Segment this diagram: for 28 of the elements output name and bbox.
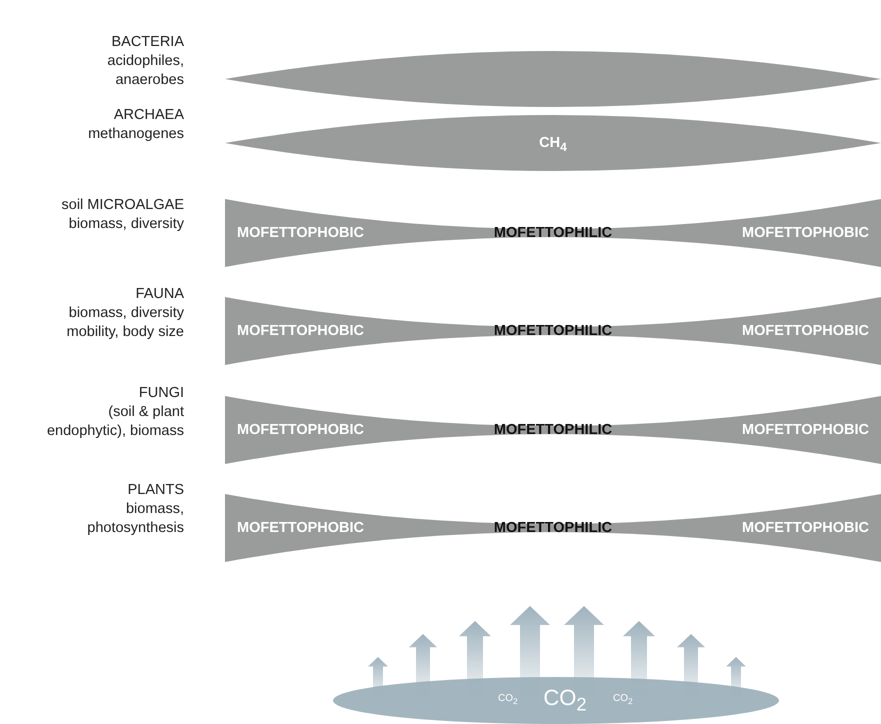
group-heading: FUNGI [138,384,184,403]
band-label: CH$_{4}$ [539,134,567,156]
band-label: MOFETTOPHOBIC [742,322,869,340]
band-label: MOFETTOPHILIC [494,421,612,439]
group-description: biomass, diversity mobility, body size [66,304,184,342]
band-label: MOFETTOPHOBIC [237,519,364,537]
group-description: (soil & plant endophytic), biomass [46,403,184,441]
group-description: methanogenes [87,125,184,144]
band-label: MOFETTOPHOBIC [237,224,364,242]
band-label: MOFETTOPHOBIC [237,421,364,439]
band-label: MOFETTOPHOBIC [742,224,869,242]
band-label: MOFETTOPHOBIC [237,322,364,340]
group-description: acidophiles, anaerobes [106,52,184,90]
formula-label: CO$_{2}$ [543,684,587,716]
group-heading: BACTERIA [110,33,184,52]
formula-label: CO$_{2}$ [498,692,518,708]
band-label: MOFETTOPHOBIC [742,519,869,537]
band-label: MOFETTOPHILIC [494,224,612,242]
group-description: biomass, photosynthesis [86,500,184,538]
band-label: MOFETTOPHOBIC [742,421,869,439]
band-label: MOFETTOPHILIC [494,519,612,537]
band-label: MOFETTOPHILIC [494,322,612,340]
group-heading: FAUNA [134,285,184,304]
group-heading: PLANTS [126,481,184,500]
group-heading: ARCHAEA [112,106,184,125]
group-heading: soil MICROALGAE [60,196,184,215]
group-description: biomass, diversity [68,215,184,234]
formula-label: CO$_{2}$ [613,692,633,708]
